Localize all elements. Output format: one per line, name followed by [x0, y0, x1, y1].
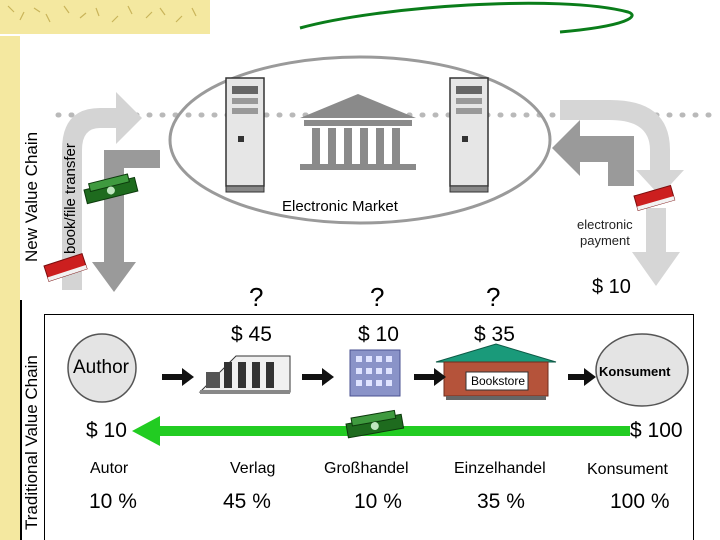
payment-label-line2: payment [580, 233, 630, 248]
server-right-icon [449, 77, 489, 193]
question-mark-1: ? [249, 282, 264, 312]
sidebar-divider [20, 300, 22, 540]
left-curved-arrow [62, 92, 142, 290]
author-node-label: Author [73, 357, 129, 378]
server-left-icon [225, 77, 265, 193]
arrow-retail-consumer [568, 368, 596, 386]
electronic-market-ellipse [168, 55, 552, 225]
money-bundle-icon [83, 173, 139, 205]
arrow-publisher-wholesale [302, 368, 334, 386]
right-left-arrow [552, 120, 634, 186]
traditional-chain-box [44, 314, 694, 540]
share-verlag: 45 % [223, 490, 271, 513]
share-einzelhandel: 35 % [477, 490, 525, 513]
arrow-wholesale-retail [414, 368, 446, 386]
header-pattern [0, 0, 210, 34]
share-konsument: 100 % [610, 490, 670, 513]
decorative-header [0, 0, 634, 34]
share-grosshandel: 10 % [354, 490, 402, 513]
role-grosshandel: Großhandel [324, 460, 409, 477]
right-down-arrow [632, 208, 680, 286]
question-mark-3: ? [486, 282, 501, 312]
flow-right-amount: $ 100 [630, 419, 683, 442]
wholesale-building-icon [349, 349, 401, 397]
consumer-circle [595, 333, 689, 407]
payment-amount: $ 10 [592, 276, 631, 298]
header-pattern-marks [7, 5, 197, 23]
question-mark-2: ? [370, 282, 385, 312]
author-circle [67, 333, 137, 403]
payment-label-line1: electronic [577, 217, 633, 232]
bookstore-icon [435, 343, 557, 400]
role-verlag: Verlag [230, 460, 276, 477]
consumer-node-label: Konsument [599, 364, 671, 379]
book-transfer-label: book/file transfer [62, 143, 79, 254]
left-down-arrow [92, 150, 160, 292]
green-arc [299, 1, 634, 34]
flow-arrows [162, 368, 596, 386]
book-left-icon [43, 253, 88, 282]
role-autor: Autor [90, 460, 129, 477]
traditional-chain-graphic [67, 333, 689, 446]
sidebar-strip [0, 36, 20, 540]
role-konsument: Konsument [587, 461, 668, 478]
right-curved-arrow [560, 100, 684, 196]
arrow-author-publisher [162, 368, 194, 386]
publisher-building-icon [198, 355, 291, 394]
bank-building-icon [300, 94, 416, 170]
price-publisher: $ 45 [231, 323, 272, 346]
money-flow-bundle-icon [345, 409, 405, 439]
role-einzelhandel: Einzelhandel [454, 460, 546, 477]
price-wholesale: $ 10 [358, 323, 399, 346]
flow-left-amount: $ 10 [86, 419, 127, 442]
price-retail: $ 35 [474, 323, 515, 346]
share-autor: 10 % [89, 490, 137, 513]
book-right-icon [633, 184, 676, 212]
new-value-chain-graphic [43, 55, 715, 292]
electronic-market-label: Electronic Market [282, 198, 398, 215]
bookstore-node-label: Bookstore [471, 374, 526, 388]
